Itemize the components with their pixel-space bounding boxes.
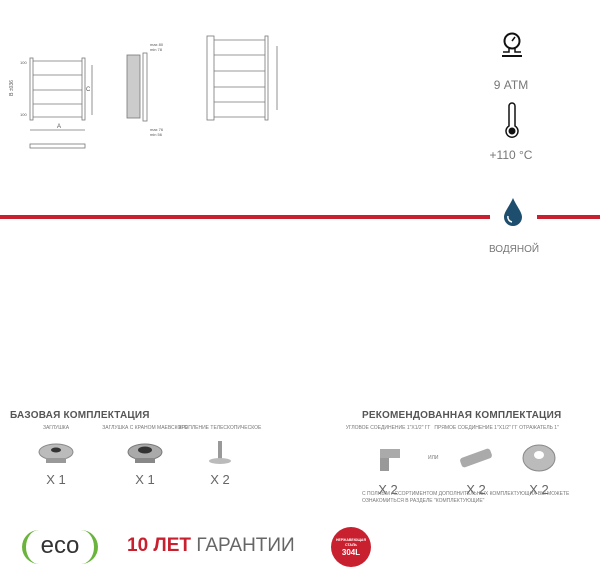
- recommended-kit-title: РЕКОМЕНДОВАННАЯ КОМПЛЕКТАЦИЯ: [362, 410, 562, 421]
- warranty-years: 10 ЛЕТ: [127, 535, 192, 556]
- dim-min-bot: min 56: [150, 132, 163, 137]
- reflector-icon: [522, 444, 556, 472]
- item-qty: X 2: [466, 482, 486, 497]
- technical-drawing: [29, 35, 278, 149]
- item-label: УГЛОВОЕ СОЕДИНЕНИЕ 1"X1/2" ГГ: [345, 425, 431, 431]
- base-kit-item: ЗАГЛУШКА X 1: [11, 425, 101, 487]
- dim-max-bot: max 76: [150, 127, 164, 132]
- dim-a: A: [57, 124, 62, 130]
- eco-text: eco: [40, 532, 80, 559]
- heating-type: ВОДЯНОЙ: [488, 244, 540, 255]
- recommended-kit-item: УГЛОВОЕ СОЕДИНЕНИЕ 1"X1/2" ГГ X 2: [343, 425, 433, 497]
- dim-100-bot: 100: [20, 112, 27, 117]
- plug-icon: [38, 443, 74, 463]
- telescopic-mount-icon: [209, 441, 231, 464]
- temperature-value: +110 °C: [489, 148, 533, 162]
- pressure-gauge-icon: [502, 32, 522, 57]
- water-drop-icon: [504, 198, 522, 226]
- item-label: ПРЯМОЕ СОЕДИНЕНИЕ 1"X1/2" ГГ: [434, 425, 518, 431]
- item-label: ОТРАЖАТЕЛЬ 1": [519, 425, 559, 431]
- kit-note: С ПОЛНЫМ АССОРТИМЕНТОМ ДОПОЛНИТЕЛЬНЫХ КО…: [362, 491, 570, 504]
- or-label: ИЛИ: [428, 455, 439, 461]
- warranty: 10 ЛЕТ ГАРАНТИИ: [127, 535, 295, 557]
- item-label: ЗАГЛУШКА: [42, 425, 70, 431]
- item-label: КРЕПЛЕНИЕ ТЕЛЕСКОПИЧЕСКОЕ: [178, 425, 262, 431]
- base-kit-title: БАЗОВАЯ КОМПЛЕКТАЦИЯ: [10, 410, 150, 421]
- item-qty: X 2: [378, 482, 398, 497]
- dim-min-top: min 78: [150, 47, 163, 52]
- dim-max-top: max 80: [150, 42, 164, 47]
- straight-connector-icon: [460, 448, 492, 468]
- warranty-label: ГАРАНТИИ: [196, 535, 295, 556]
- item-label: ЗАГЛУШКА С КРАНОМ МАЕВСКОГО: [102, 425, 188, 431]
- item-qty: X 2: [529, 482, 549, 497]
- angle-connector-icon: [380, 449, 400, 471]
- recommended-kit-item: ОТРАЖАТЕЛЬ 1" X 2: [494, 425, 584, 497]
- item-qty: X 1: [135, 472, 155, 487]
- steel-badge: НЕРЖАВЕЮЩАЯ СТАЛЬ 304L: [331, 527, 371, 567]
- divider-line-left: [0, 215, 490, 219]
- dim-c: C: [86, 87, 91, 93]
- base-kit-item: ЗАГЛУШКА С КРАНОМ МАЕВСКОГО X 1: [100, 425, 190, 487]
- eco-logo: eco: [22, 530, 98, 564]
- item-qty: X 2: [210, 472, 230, 487]
- item-qty: X 1: [46, 472, 66, 487]
- divider-line-right: [537, 215, 600, 219]
- dim-100-top: 100: [20, 60, 27, 65]
- base-kit-item: КРЕПЛЕНИЕ ТЕЛЕСКОПИЧЕСКОЕ X 2: [175, 425, 265, 487]
- dim-b: B ±036: [8, 80, 15, 96]
- badge-text: НЕРЖАВЕЮЩАЯ СТАЛЬ: [336, 538, 366, 547]
- plug-valve-icon: [127, 443, 163, 463]
- badge-grade: 304L: [341, 548, 361, 557]
- pressure-value: 9 АТМ: [493, 78, 529, 92]
- recommended-kit-item: ПРЯМОЕ СОЕДИНЕНИЕ 1"X1/2" ГГ X 2: [431, 425, 521, 497]
- thermometer-icon: [505, 102, 519, 138]
